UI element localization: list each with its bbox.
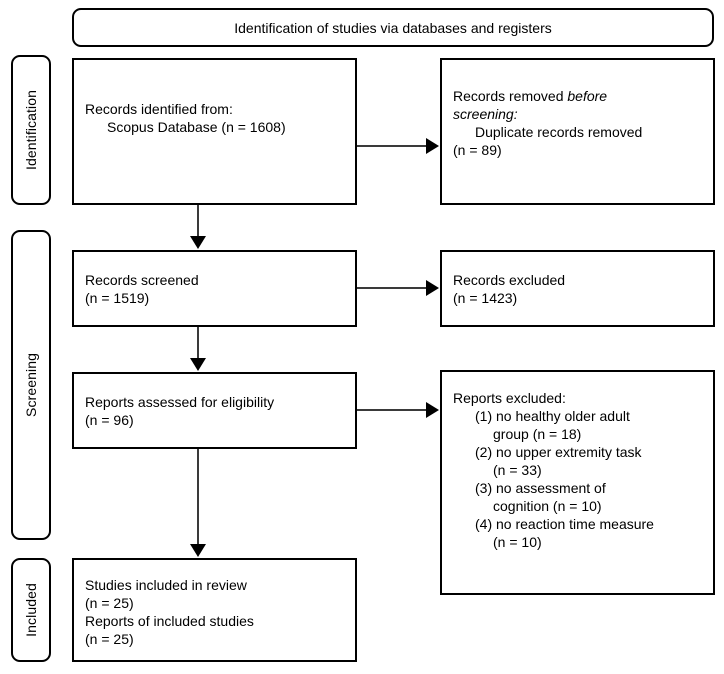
- box-line: (4) no reaction time measure: [475, 516, 654, 532]
- box-line: (n = 1423): [453, 290, 518, 306]
- box-line: (3) no assessment of: [475, 480, 606, 496]
- stage-label-included-text: Included: [23, 583, 40, 637]
- box-line: (n = 33): [493, 462, 542, 478]
- connector-screened-to-excluded: [357, 287, 427, 289]
- connector-assessed-to-reports-excluded: [357, 409, 427, 411]
- box-line-text: Records removed before: [453, 88, 608, 104]
- box-line: Reports excluded:: [453, 390, 566, 406]
- box-line: cognition (n = 10): [493, 498, 602, 514]
- box-line: Scopus Database (n = 1608): [107, 119, 286, 135]
- arrow-screened-to-excluded: [426, 280, 439, 296]
- box-line: Records excluded: [453, 272, 566, 288]
- box-studies-included: Studies included in review (n = 25) Repo…: [72, 558, 357, 662]
- box-line: (n = 25): [85, 631, 134, 647]
- box-line: (n = 89): [453, 142, 502, 158]
- box-records-identified: Records identified from: Scopus Database…: [72, 58, 357, 205]
- connector-identified-to-screened: [197, 205, 199, 238]
- banner-title: Identification of studies via databases …: [234, 19, 552, 36]
- box-line: (n = 10): [493, 534, 542, 550]
- arrow-identified-to-removed: [426, 138, 439, 154]
- box-line: (1) no healthy older adult: [475, 408, 630, 424]
- box-line: (2) no upper extremity task: [475, 444, 642, 460]
- box-line: Reports of included studies: [85, 613, 254, 629]
- box-line: Records screened: [85, 272, 199, 288]
- arrow-assessed-to-reports-excluded: [426, 402, 439, 418]
- italic-word: before: [567, 88, 608, 104]
- box-line: Studies included in review: [85, 577, 247, 593]
- box-reports-excluded: Reports excluded: (1) no healthy older a…: [440, 370, 715, 595]
- stage-label-included: Included: [11, 558, 51, 662]
- arrow-identified-to-screened: [190, 236, 206, 249]
- connector-screened-to-assessed: [197, 327, 199, 360]
- box-line: group (n = 18): [493, 426, 582, 442]
- box-line: (n = 1519): [85, 290, 150, 306]
- diagram-banner: Identification of studies via databases …: [72, 8, 714, 47]
- box-line: Records removed before: [453, 87, 705, 105]
- box-line: Duplicate records removed: [475, 124, 643, 140]
- box-records-screened: Records screened (n = 1519): [72, 250, 357, 327]
- box-line: Records identified from:: [85, 101, 233, 117]
- box-line: screening:: [453, 106, 518, 122]
- stage-label-screening-text: Screening: [23, 353, 40, 417]
- arrow-assessed-to-included: [190, 544, 206, 557]
- box-line: Reports assessed for eligibility: [85, 394, 275, 410]
- stage-label-identification: Identification: [11, 55, 51, 205]
- box-line: (n = 25): [85, 595, 134, 611]
- box-records-removed-before-screening: Records removed before screening: Duplic…: [440, 58, 715, 205]
- arrow-screened-to-assessed: [190, 358, 206, 371]
- connector-assessed-to-included: [197, 449, 199, 546]
- stage-label-screening: Screening: [11, 230, 51, 540]
- box-line: (n = 96): [85, 412, 134, 428]
- box-records-excluded: Records excluded (n = 1423): [440, 250, 715, 327]
- stage-label-identification-text: Identification: [23, 89, 40, 171]
- connector-identified-to-removed: [357, 145, 427, 147]
- box-reports-assessed: Reports assessed for eligibility (n = 96…: [72, 372, 357, 449]
